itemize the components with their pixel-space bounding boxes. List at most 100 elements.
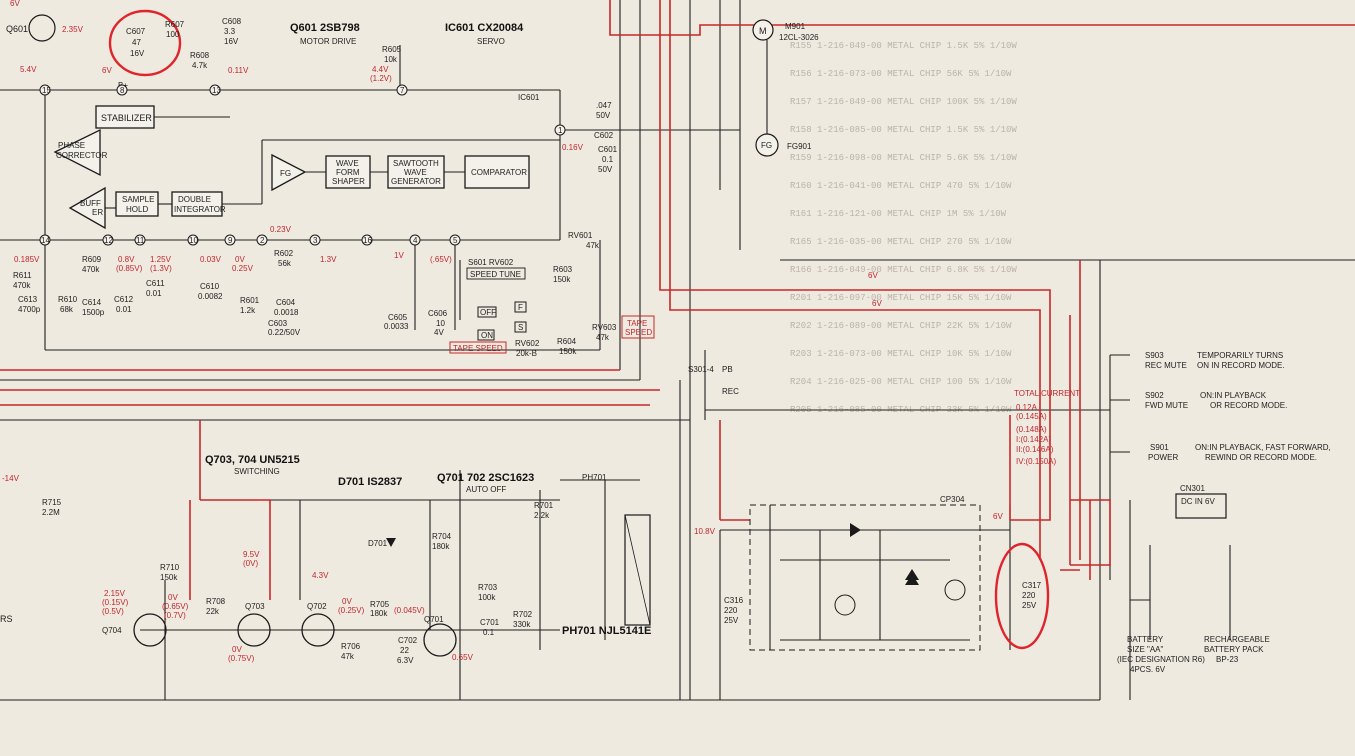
battery-line4: 4PCS. 6V: [1130, 665, 1166, 674]
r607-val: 100: [166, 30, 180, 39]
sawtooth-generator-block: [387, 155, 445, 189]
parts-list-ghost-row: R158 1-216-085-00 METAL CHIP 1.5K 5% 1/1…: [790, 125, 1017, 135]
current-l4: I:(0.142A): [1016, 435, 1051, 444]
voltage-05: (0.5V): [102, 607, 124, 616]
r701-ref: R701: [534, 501, 554, 510]
c317-highlight-circle: [994, 542, 1050, 650]
cp304-diode-3: [905, 569, 919, 580]
pin-13: 13: [212, 86, 221, 95]
phase-label-2: CORRECTOR: [56, 151, 108, 160]
ph701-shutter: [624, 514, 651, 626]
rv601-val: 47k: [586, 241, 600, 250]
c612-ref: C612: [114, 295, 134, 304]
q601-label: Q601: [6, 24, 28, 34]
current-l6: IV:(0.150A): [1016, 457, 1057, 466]
s902-name: FWD MUTE: [1145, 401, 1188, 410]
voltage-5-4: 5.4V: [20, 65, 37, 74]
voltage-1-2: (1.2V): [370, 74, 392, 83]
c603-val: 0.22/50V: [268, 328, 301, 337]
r703-val: 100k: [478, 593, 496, 602]
c604-val: 0.0018: [274, 308, 299, 317]
s902-ref: S902: [1145, 391, 1164, 400]
pin-11: 11: [136, 236, 145, 245]
c613-val: 4700p: [18, 305, 41, 314]
voltage-0v: (0V): [243, 559, 258, 568]
wave-label-2: FORM: [336, 168, 360, 177]
c610-ref: C610: [200, 282, 220, 291]
q703-title: Q703, 704 UN5215: [205, 454, 300, 466]
parts-list-ghost-row: R156 1-216-073-00 METAL CHIP 56K 5% 1/10…: [790, 69, 1012, 79]
c608-val2: 16V: [224, 37, 239, 46]
parts-list-ghost-row: R203 1-216-073-00 METAL CHIP 10K 5% 1/10…: [790, 349, 1012, 359]
voltage-085: (0.85V): [116, 264, 143, 273]
s902-desc2: OR RECORD MODE.: [1210, 401, 1287, 410]
c316-val1: 220: [724, 606, 738, 615]
c610-val: 0.0082: [198, 292, 223, 301]
c317-val2: 25V: [1022, 601, 1037, 610]
pin-2: 2: [260, 236, 265, 245]
c607-ref: C607: [126, 27, 146, 36]
tape-speed-box-a: [449, 341, 507, 354]
pin-4: 4: [413, 236, 418, 245]
switches-group: S301-4 PB REC S903 REC MUTE TEMPORARILY …: [688, 351, 1331, 462]
c702-ref: C702: [398, 636, 418, 645]
r702-val: 330k: [513, 620, 531, 629]
voltage-13b: (1.3V): [150, 264, 172, 273]
r705-ref: R705: [370, 600, 390, 609]
tape-speed-label-b1: TAPE: [627, 319, 647, 328]
voltage-43: 4.3V: [312, 571, 329, 580]
total-current-title: TOTAL CURRENT: [1014, 389, 1080, 398]
parts-list-ghost-row: R159 1-216-098-00 METAL CHIP 5.6K 5% 1/1…: [790, 153, 1017, 163]
r611-val: 470k: [13, 281, 31, 290]
power-input-group: CN301 DC IN 6V BATTERY SIZE "AA" (IEC DE…: [1117, 484, 1270, 674]
q701-transistor: [423, 623, 457, 657]
bottom-section: Q703, 704 UN5215 SWITCHING D701 IS2837 Q…: [0, 454, 1050, 665]
q702-transistor: [301, 613, 335, 647]
fg-amp-label: FG: [280, 169, 291, 178]
voltage-003: 0.03V: [200, 255, 222, 264]
c614-ref: C614: [82, 298, 102, 307]
c606-val1: 10: [436, 319, 445, 328]
saw-label-2: WAVE: [404, 168, 427, 177]
voltage-6a: 6V: [868, 271, 878, 280]
c606-ref: C606: [428, 309, 448, 318]
buffer-label-1: BUFF: [80, 199, 101, 208]
c614-val: 1500p: [82, 308, 105, 317]
wave-label-1: WAVE: [336, 159, 359, 168]
c611-ref: C611: [146, 279, 165, 288]
s903-name: REC MUTE: [1145, 361, 1187, 370]
c605-ref: C605: [388, 313, 408, 322]
q701-subtitle: AUTO OFF: [466, 485, 506, 494]
voltage-10-8: 10.8V: [694, 527, 716, 536]
c702-val1: 22: [400, 646, 409, 655]
r604-ref: R604: [557, 337, 577, 346]
q601-title: Q601 2SB798: [290, 22, 360, 34]
q601-transistor-symbol: [28, 14, 56, 42]
c601-ref: C601: [598, 145, 618, 154]
voltage-0b: 0V: [168, 593, 178, 602]
voltage-025: 0.25V: [232, 264, 254, 273]
r603-ref: R603: [553, 265, 573, 274]
fg-label: FG: [761, 141, 772, 150]
black-wiring: [0, 0, 1355, 701]
s902-desc1: ON:IN PLAYBACK: [1200, 391, 1267, 400]
tape-speed-box-b: [621, 315, 655, 339]
r702-ref: R702: [513, 610, 533, 619]
comparator-label: COMPARATOR: [471, 168, 527, 177]
voltage-6: 6V: [102, 66, 112, 75]
parts-list-ghost-row: R202 1-216-089-00 METAL CHIP 22K 5% 1/10…: [790, 321, 1012, 331]
motor-group: M M901 12CL-3026 FG FG901: [752, 19, 819, 157]
q704-transistor: [133, 613, 167, 647]
c607-highlight-circle: [108, 9, 182, 77]
current-l5: II:(0.146A): [1016, 445, 1054, 454]
r703-ref: R703: [478, 583, 498, 592]
voltage-4-4: 4.4V: [372, 65, 389, 74]
pin-16: 16: [363, 236, 372, 245]
battery-line3: (IEC DESIGNATION R6): [1117, 655, 1205, 664]
pin-7: 7: [400, 86, 405, 95]
parts-list-ghost-row: R165 1-216-035-00 METAL CHIP 270 5% 1/10…: [790, 237, 1012, 247]
c611-val: 0.01: [146, 289, 162, 298]
ph701-title: PH701 NJL5141E: [562, 625, 651, 637]
c602-ref: C602: [594, 131, 614, 140]
parts-list-ghost-row: R161 1-216-121-00 METAL CHIP 1M 5% 1/10W: [790, 209, 1007, 219]
